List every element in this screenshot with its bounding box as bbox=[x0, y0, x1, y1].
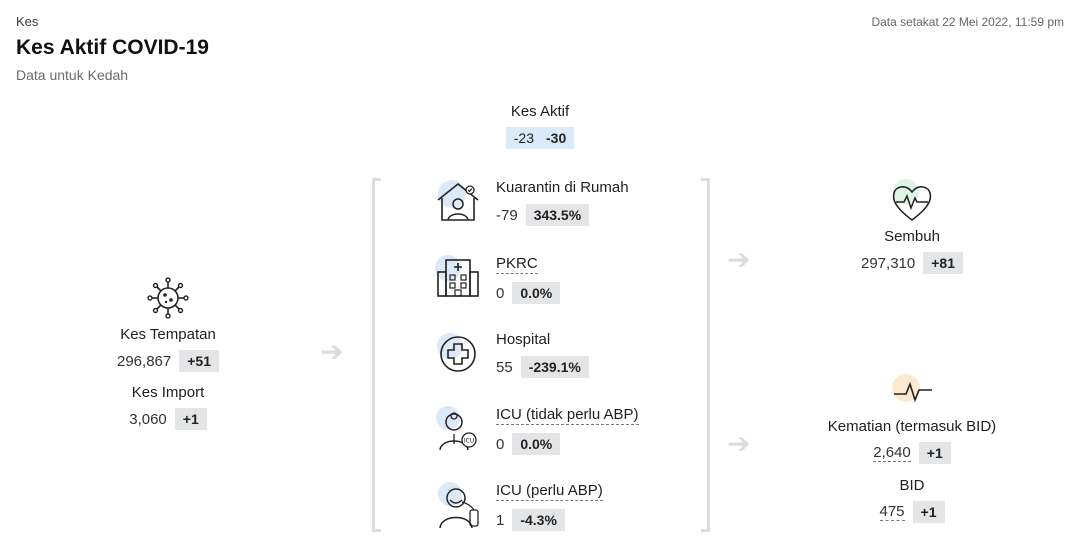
local-cases-label: Kes Tempatan bbox=[120, 326, 216, 343]
left-bracket bbox=[372, 178, 381, 532]
home-quarantine-label: Kuarantin di Rumah bbox=[496, 179, 629, 196]
breadcrumb[interactable]: Kes bbox=[16, 14, 39, 29]
pulse-line-icon bbox=[886, 364, 938, 416]
arrow-right-icon: ➔ bbox=[727, 244, 751, 275]
page-title: Kes Aktif COVID-19 bbox=[16, 36, 209, 59]
active-cases-block: Kes Aktif -23-30 bbox=[440, 103, 640, 149]
home-quarantine-item: Kuarantin di Rumah -79 343.5% bbox=[496, 179, 629, 226]
icu-no-ventilator-change: 0.0% bbox=[512, 433, 561, 455]
import-cases-block: Kes Import 3,060 +1 bbox=[88, 384, 248, 430]
icu-no-ventilator-label[interactable]: ICU (tidak perlu ABP) bbox=[496, 406, 639, 425]
hospital-value: 55 bbox=[496, 358, 513, 376]
hospital-change: -239.1% bbox=[520, 356, 589, 378]
home-quarantine-value: -79 bbox=[496, 206, 518, 224]
recovered-value: 297,310 bbox=[861, 254, 916, 272]
icu-ventilator-value: 1 bbox=[496, 511, 505, 529]
house-person-icon bbox=[432, 176, 484, 228]
icu-ventilator-label[interactable]: ICU (perlu ABP) bbox=[496, 482, 603, 501]
icu-ventilator-item: ICU (perlu ABP) 1 -4.3% bbox=[496, 482, 603, 531]
icu-no-ventilator-item: ICU (tidak perlu ABP) 0 0.0% bbox=[496, 406, 639, 455]
hospital-label: Hospital bbox=[496, 331, 551, 348]
building-icon bbox=[432, 252, 484, 304]
icu-no-ventilator-value: 0 bbox=[496, 435, 505, 453]
svg-text:ICU: ICU bbox=[464, 438, 474, 445]
import-cases-value: 3,060 bbox=[129, 410, 167, 428]
deaths-change: +1 bbox=[918, 442, 951, 464]
home-quarantine-change: 343.5% bbox=[525, 204, 590, 226]
pkrc-item: PKRC 0 0.0% bbox=[496, 255, 561, 304]
import-cases-change: +1 bbox=[174, 408, 207, 430]
local-cases-value: 296,867 bbox=[117, 352, 172, 370]
local-cases-change: +51 bbox=[179, 350, 219, 372]
right-bracket bbox=[701, 178, 710, 532]
virus-icon bbox=[142, 272, 194, 324]
doctor-icu-icon: ICU bbox=[432, 404, 484, 456]
recovered-label: Sembuh bbox=[884, 228, 940, 245]
heart-pulse-icon bbox=[886, 176, 938, 228]
active-cases-label: Kes Aktif bbox=[510, 103, 570, 120]
deaths-block: Kematian (termasuk BID) 2,640 +1 bbox=[792, 418, 1032, 464]
active-cases-change: -30 bbox=[538, 127, 575, 149]
patient-ventilator-icon bbox=[432, 480, 484, 532]
bid-change: +1 bbox=[912, 501, 945, 523]
pkrc-change: 0.0% bbox=[512, 282, 561, 304]
hospital-item: Hospital 55 -239.1% bbox=[496, 331, 589, 378]
pkrc-value: 0 bbox=[496, 284, 505, 302]
deaths-label: Kematian (termasuk BID) bbox=[827, 418, 997, 435]
bid-label: BID bbox=[899, 477, 925, 494]
arrow-right-icon: ➔ bbox=[727, 428, 751, 459]
bid-value[interactable]: 475 bbox=[879, 503, 905, 521]
recovered-block: Sembuh 297,310 +81 bbox=[832, 228, 992, 274]
medical-cross-icon bbox=[432, 328, 484, 380]
icu-ventilator-change: -4.3% bbox=[512, 509, 565, 531]
local-cases-block: Kes Tempatan 296,867 +51 bbox=[88, 326, 248, 372]
page-subtitle: Data untuk Kedah bbox=[16, 67, 129, 83]
arrow-right-icon: ➔ bbox=[320, 336, 344, 367]
recovered-change: +81 bbox=[923, 252, 963, 274]
active-cases-value: -23 bbox=[505, 127, 538, 149]
import-cases-label: Kes Import bbox=[131, 384, 205, 401]
bid-block: BID 475 +1 bbox=[832, 477, 992, 523]
pkrc-label[interactable]: PKRC bbox=[496, 255, 538, 274]
deaths-value[interactable]: 2,640 bbox=[873, 444, 911, 462]
data-timestamp: Data setakat 22 Mei 2022, 11:59 pm bbox=[871, 15, 1064, 29]
